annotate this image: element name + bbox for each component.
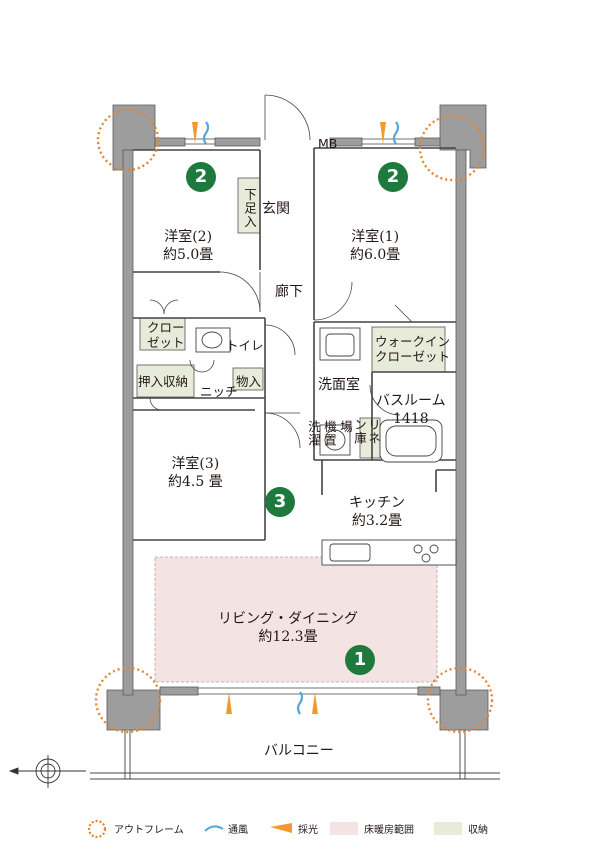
living-label: リビング・ダイニング 約12.3畳 bbox=[218, 610, 358, 646]
marker-2-left: 2 bbox=[186, 162, 216, 192]
outer-walls bbox=[106, 104, 489, 731]
living-size: 約12.3畳 bbox=[258, 629, 318, 645]
washer-label-b: 機置 bbox=[322, 420, 337, 447]
legend-lighting: 採光 bbox=[298, 825, 318, 836]
walkin-label: ウォークイン クローゼット bbox=[375, 334, 450, 364]
walkin-label-line2: クローゼット bbox=[375, 349, 451, 364]
storage-oshiire bbox=[136, 364, 195, 398]
room-western3-name: 洋室(3) bbox=[171, 456, 220, 472]
washroom-label: 洗面室 bbox=[318, 377, 360, 393]
living-name: リビング・ダイニング bbox=[218, 611, 358, 627]
ventilation-icons bbox=[202, 121, 400, 715]
balcony bbox=[90, 730, 500, 780]
linen-label-b: ン庫 bbox=[352, 418, 367, 445]
room-western2-name: 洋室(2) bbox=[164, 229, 213, 245]
balcony-label: バルコニー bbox=[264, 743, 334, 759]
ventilation-icon bbox=[204, 825, 224, 832]
shoe-storage-label: 下足入 bbox=[242, 188, 257, 229]
marker-2-right: 2 bbox=[378, 162, 408, 192]
legend-storage: 収納 bbox=[468, 825, 488, 836]
room-western1-size: 約6.0畳 bbox=[350, 247, 401, 263]
outframe-icon bbox=[87, 819, 107, 839]
floor-heating-area bbox=[154, 556, 438, 683]
room-western3-size: 約4.5 畳 bbox=[168, 474, 223, 490]
kitchen-label: キッチン 約3.2畳 bbox=[349, 494, 405, 530]
walkin-label-line1: ウォークイン bbox=[375, 334, 451, 349]
legend-floor-heating: 床暖房範囲 bbox=[364, 825, 414, 836]
linen-label-a: リネ bbox=[366, 418, 381, 445]
washer-label-c: 場 bbox=[338, 420, 353, 434]
fixtures bbox=[195, 327, 443, 463]
legend-outframe: アウトフレーム bbox=[114, 825, 184, 836]
closet-label-line1: クロー bbox=[147, 320, 185, 335]
doors bbox=[149, 94, 413, 449]
room-western3: 洋室(3) 約4.5 畳 bbox=[168, 455, 223, 491]
bathroom-label: バスルーム 1418 bbox=[376, 392, 446, 428]
closet-label: クロー ゼット bbox=[147, 320, 185, 350]
oshiire-label: 押入収納 bbox=[138, 374, 189, 389]
storage-closet bbox=[139, 317, 186, 351]
room-western2-size: 約5.0畳 bbox=[163, 247, 214, 263]
lighting-icon bbox=[270, 823, 292, 833]
windows bbox=[185, 138, 418, 695]
kitchen-name: キッチン bbox=[349, 495, 405, 511]
outframe-circles bbox=[94, 108, 494, 734]
mb-label: MB bbox=[318, 136, 338, 151]
washer-label-a: 洗濯 bbox=[306, 420, 321, 447]
entrance-label: 玄関 bbox=[262, 201, 290, 217]
marker-3: 3 bbox=[265, 487, 295, 517]
kitchen-size: 約3.2畳 bbox=[351, 513, 403, 529]
legend-ventilation: 通風 bbox=[228, 825, 248, 836]
room-western1-name: 洋室(1) bbox=[351, 229, 400, 245]
compass-icon bbox=[8, 755, 86, 788]
marker-1: 1 bbox=[345, 645, 375, 675]
niche-label: ニッチ bbox=[200, 384, 238, 399]
kitchen-counter bbox=[321, 539, 457, 566]
interior-walls bbox=[133, 147, 456, 541]
room-western1: 洋室(1) 約6.0畳 bbox=[350, 228, 400, 264]
lighting-icons bbox=[192, 122, 386, 714]
closet-label-line2: ゼット bbox=[147, 335, 185, 350]
storage-swatch bbox=[434, 822, 462, 835]
floor-heating-swatch bbox=[330, 822, 358, 835]
storage-mono bbox=[232, 367, 264, 391]
bathroom-size: 1418 bbox=[392, 411, 429, 427]
storage-label: 物入 bbox=[236, 374, 262, 389]
hallway-label: 廊下 bbox=[275, 284, 303, 300]
toilet-label: トイレ bbox=[226, 338, 264, 353]
bathroom-name: バスルーム bbox=[376, 393, 446, 409]
room-western2: 洋室(2) 約5.0畳 bbox=[163, 228, 213, 264]
